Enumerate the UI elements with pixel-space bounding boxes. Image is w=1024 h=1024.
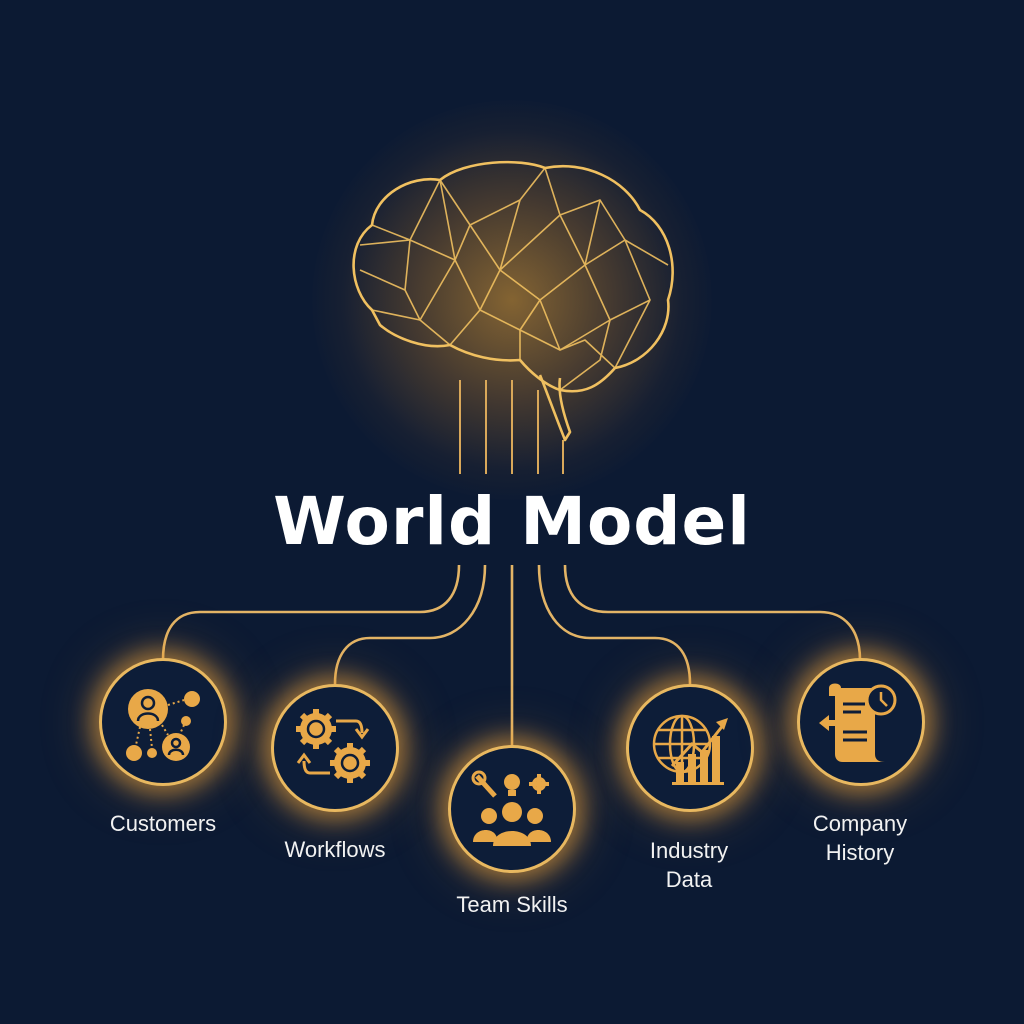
label-company-history: Company History [812,811,908,865]
node-team-skills [448,745,576,873]
page-title: World Model [273,483,751,560]
workflow-gears-icon [296,709,370,783]
node-company-history [797,658,925,786]
label-customers: Customers [109,811,217,836]
node-workflows [271,684,399,812]
globe-chart-icon [652,714,728,785]
history-scroll-icon [819,683,897,762]
customers-network-icon [126,689,200,761]
node-industry-data [626,684,754,812]
label-industry-data: Industry Data [649,838,729,892]
node-customers [99,658,227,786]
label-team-skills: Team Skills [456,892,568,917]
team-skills-icon [471,770,551,846]
brain-icon [352,160,674,442]
label-workflows: Workflows [284,837,386,862]
